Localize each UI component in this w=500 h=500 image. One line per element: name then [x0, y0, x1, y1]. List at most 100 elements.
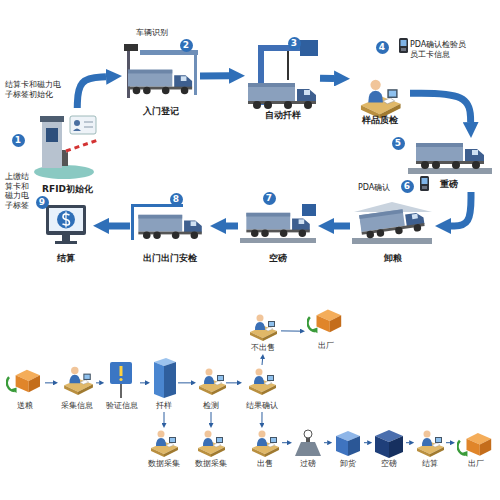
flow-node: 空磅: [372, 428, 406, 470]
flow-line: [282, 442, 287, 443]
inspection-illustration: [361, 38, 408, 119]
annotation: 上缴结算卡和磁力电子标签: [5, 172, 32, 210]
flow-line: [262, 359, 264, 365]
step-label: 自动扦样: [245, 110, 320, 121]
annotation: PDA确认: [358, 183, 403, 193]
shed-roof: [354, 202, 432, 212]
flow-line: [96, 382, 99, 383]
monitor: [46, 205, 86, 235]
node-label: 过磅: [292, 459, 324, 469]
step-label: 样品质检: [350, 115, 410, 126]
node-label: 送粮: [5, 401, 45, 411]
step-label: 结算: [38, 253, 93, 264]
flow-node: 结算: [414, 428, 446, 470]
flow-node: 检测: [196, 365, 226, 412]
flow-node: 不出售: [245, 312, 281, 354]
cashier-desk: [417, 431, 444, 458]
tipping-truck: [359, 206, 425, 239]
scale-dial: [304, 430, 312, 438]
step-label: RFID初始化: [33, 184, 102, 195]
booth: [42, 120, 62, 168]
flow-arrow: [410, 93, 471, 122]
tare-cube: [375, 436, 389, 458]
callout-number: 1: [12, 134, 25, 147]
control-cabin: [300, 40, 318, 56]
inspector-desk: [361, 80, 401, 119]
node-label: 扦样: [150, 401, 178, 411]
camera: [124, 44, 138, 51]
card-photo: [74, 120, 80, 126]
callout-number: 9: [36, 196, 49, 209]
node-label: 数据采集: [146, 459, 182, 469]
flow-arrow: [77, 77, 106, 108]
process-step: 出门出门安检: [130, 200, 210, 265]
registration-illustration: [124, 44, 198, 98]
flow-line: [364, 442, 367, 443]
booth-window: [46, 128, 58, 142]
clerk-desk: [64, 367, 93, 395]
currency-sign: [65, 212, 66, 228]
clerk-desk: [252, 431, 279, 458]
annotation: PDA确认检验员员工卡信息: [410, 40, 468, 59]
tare-illustration: [240, 204, 316, 243]
callout-number: 8: [170, 193, 183, 206]
node-label: 检测: [196, 401, 226, 411]
step-label: 出门出门安检: [130, 253, 210, 264]
grain-crate: [458, 433, 492, 457]
flow-line: [164, 412, 165, 423]
sampling-probe: [287, 51, 289, 80]
unloading-illustration: [352, 176, 432, 244]
coin: [57, 211, 75, 229]
cargo-box: [336, 436, 348, 456]
node-label: 出厂: [305, 341, 347, 351]
flow-arrow: [200, 72, 229, 79]
flow-arrow: [334, 223, 350, 230]
step-label: 卸粮: [350, 253, 435, 264]
step-label: 重磅: [405, 179, 493, 190]
callout-number: 6: [401, 180, 414, 193]
sampler-illustration: [248, 40, 318, 109]
clerk-desk: [250, 315, 277, 342]
warning-mark: [120, 366, 123, 376]
pda-device: [420, 176, 429, 191]
scale-body: [295, 442, 321, 456]
callout-number: 4: [376, 41, 389, 54]
flow-node: 数据采集: [146, 428, 182, 470]
sampler-column: [164, 362, 176, 398]
callout-number: 2: [180, 39, 193, 52]
truck: [128, 70, 192, 95]
node-label: 出售: [248, 459, 282, 469]
grain-crate: [7, 370, 40, 393]
exit-check-illustration: [131, 204, 202, 240]
id-card: [70, 116, 96, 134]
process-step: RFID初始化结算卡和磁力电子标签初始化: [35, 108, 100, 194]
flow-node: 结果确认: [242, 365, 282, 412]
unloading-pit: [352, 238, 432, 244]
step-label: 入门登记: [122, 106, 200, 117]
flow-node: 过磅: [292, 428, 324, 470]
annotation: 车辆识别: [136, 28, 186, 38]
flow-arrow: [109, 222, 130, 229]
card-photo: [73, 129, 81, 132]
flow-node: 扦样: [150, 365, 178, 412]
flow-node: 出售: [248, 428, 282, 470]
annotation: 结算卡和磁力电子标签初始化: [5, 80, 67, 99]
flow-node: 数据采集: [193, 428, 229, 470]
barrier-post: [62, 150, 68, 166]
flow-node: 卸货: [332, 428, 364, 470]
test-desk: [199, 369, 226, 396]
sampler-column: [154, 362, 164, 398]
tare-cube: [389, 436, 403, 458]
warning-sign: [110, 362, 132, 384]
canopy-post: [194, 50, 197, 95]
flow-arrow: [226, 223, 238, 230]
node-label: 出厂: [455, 459, 497, 469]
process-step: 样品质检PDA确认检验员员工卡信息: [350, 70, 410, 128]
step-label: 空磅: [238, 253, 318, 264]
flow-line: [211, 412, 212, 423]
flow-line: [446, 442, 450, 443]
barrier-stripes: [66, 140, 98, 151]
